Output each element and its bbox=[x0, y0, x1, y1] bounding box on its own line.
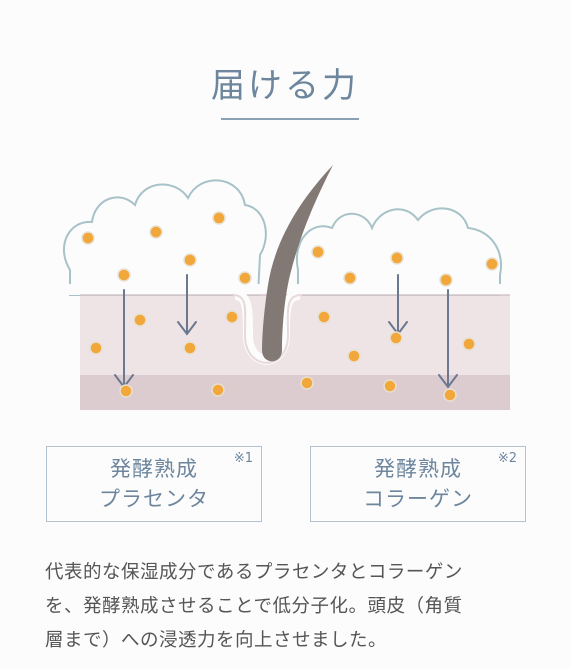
arrow-2 bbox=[177, 274, 197, 336]
ingredient-label-line2: プラセンタ bbox=[99, 487, 209, 511]
skin-penetration-illustration bbox=[60, 165, 510, 410]
title-underline bbox=[221, 118, 359, 120]
description-line-3: 層まで）への浸透力を向上させました。 bbox=[45, 630, 388, 651]
arrow-4 bbox=[438, 289, 458, 389]
ingredient-box-placenta: 発酵熟成 プラセンタ ※1 bbox=[46, 446, 262, 522]
hair-shaft bbox=[262, 165, 333, 362]
ingredient-particles bbox=[81, 211, 499, 402]
ingredient-footnote-marker: ※1 bbox=[233, 451, 253, 466]
ingredient-box-collagen: 発酵熟成 コラーゲン ※2 bbox=[310, 446, 526, 522]
page-title: 届ける力 bbox=[211, 66, 359, 106]
skin-upper-layer bbox=[80, 295, 510, 375]
ingredient-footnote-marker: ※2 bbox=[497, 451, 517, 466]
skin-lower-layer bbox=[80, 375, 510, 410]
ingredient-label-line1: 発酵熟成 bbox=[374, 457, 462, 481]
penetration-arrows bbox=[114, 274, 458, 389]
description-text: 代表的な保湿成分であるプラセンタとコラーゲン を、発酵熟成させることで低分子化。… bbox=[45, 556, 535, 658]
ingredient-label-line2: コラーゲン bbox=[363, 487, 473, 511]
ingredient-label-line1: 発酵熟成 bbox=[110, 457, 198, 481]
hair-follicle-outline bbox=[232, 294, 303, 364]
description-line-2: を、発酵熟成させることで低分子化。頭皮（角質 bbox=[45, 596, 463, 617]
description-line-1: 代表的な保湿成分であるプラセンタとコラーゲン bbox=[45, 562, 463, 583]
foam-left bbox=[63, 179, 267, 296]
